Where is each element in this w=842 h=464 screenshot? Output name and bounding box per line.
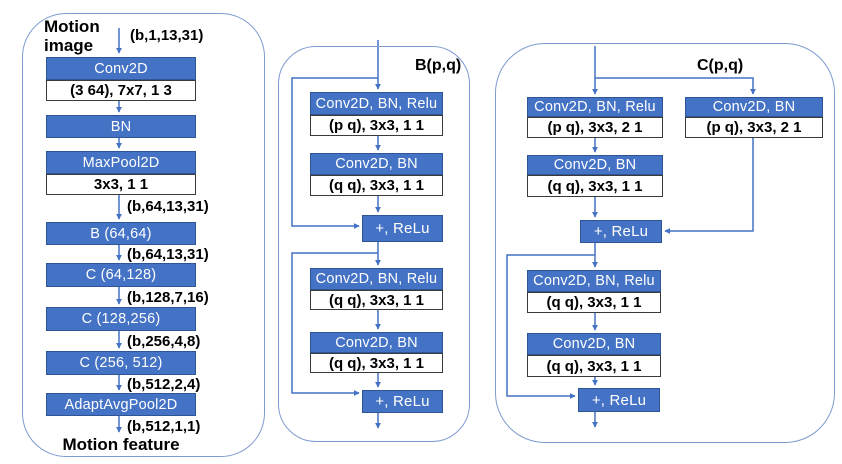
input-label: Motion image: [44, 17, 100, 55]
shape-after-c3: (b,512,2,4): [127, 376, 201, 393]
block-c-conv1-params: (p q), 3x3, 2 1: [527, 117, 663, 138]
node-c2-header: C (128,256): [46, 307, 196, 331]
block-b-conv4-header: Conv2D, BN: [310, 332, 443, 353]
node-c1-header: C (64,128): [46, 263, 196, 287]
node-b1-header: B (64,64): [46, 222, 196, 245]
block-c-conv4-header: Conv2D, BN: [527, 333, 661, 355]
block-b-title: B(p,q): [415, 57, 462, 74]
node-avgpool-header: AdaptAvgPool2D: [46, 393, 196, 416]
block-b-conv4-params: (q q), 3x3, 1 1: [310, 353, 443, 373]
block-b-add2: +, ReLu: [362, 390, 443, 413]
block-b-conv1-header: Conv2D, BN, Relu: [310, 92, 443, 115]
node-maxpool-params: 3x3, 1 1: [46, 174, 196, 195]
output-label: Motion feature: [62, 435, 180, 454]
block-c-shortcut-header: Conv2D, BN: [685, 97, 823, 117]
block-c-shortcut-params: (p q), 3x3, 2 1: [685, 117, 823, 138]
shape-after-maxpool: (b,64,13,31): [127, 198, 209, 215]
block-c-title: C(p,q): [697, 57, 744, 74]
block-b-add1: +, ReLu: [362, 215, 443, 242]
block-b-conv1-params: (p q), 3x3, 1 1: [310, 115, 443, 136]
block-b-conv2-params: (q q), 3x3, 1 1: [310, 175, 443, 196]
block-c-conv3-params: (q q), 3x3, 1 1: [527, 292, 661, 313]
block-c-conv1-header: Conv2D, BN, Relu: [527, 97, 663, 117]
node-conv2d-params: (3 64), 7x7, 1 3: [46, 80, 196, 101]
block-c-conv3-header: Conv2D, BN, Relu: [527, 270, 661, 292]
node-maxpool-header: MaxPool2D: [46, 151, 196, 174]
block-b-conv2-header: Conv2D, BN: [310, 153, 443, 175]
block-c-add2: +, ReLu: [578, 388, 660, 412]
panel-block-c: [495, 43, 835, 443]
block-c-conv2-header: Conv2D, BN: [527, 155, 663, 175]
panel-backbone: [22, 13, 265, 457]
block-c-conv4-params: (q q), 3x3, 1 1: [527, 355, 661, 377]
block-c-add1: +, ReLu: [580, 220, 662, 243]
node-c3-header: C (256, 512): [46, 351, 196, 375]
block-b-conv3-params: (q q), 3x3, 1 1: [310, 290, 443, 310]
node-conv2d-header: Conv2D: [46, 57, 196, 80]
node-bn-header: BN: [46, 115, 196, 138]
shape-after-avgpool: (b,512,1,1): [127, 418, 201, 435]
block-c-conv2-params: (q q), 3x3, 1 1: [527, 175, 663, 197]
panel-block-b: [278, 46, 470, 442]
shape-after-c1: (b,128,7,16): [127, 289, 209, 306]
shape-after-b1: (b,64,13,31): [127, 246, 209, 263]
shape-after-c2: (b,256,4,8): [127, 333, 201, 350]
block-b-conv3-header: Conv2D, BN, Relu: [310, 268, 443, 290]
input-shape-annotation: (b,1,13,31): [130, 27, 204, 44]
